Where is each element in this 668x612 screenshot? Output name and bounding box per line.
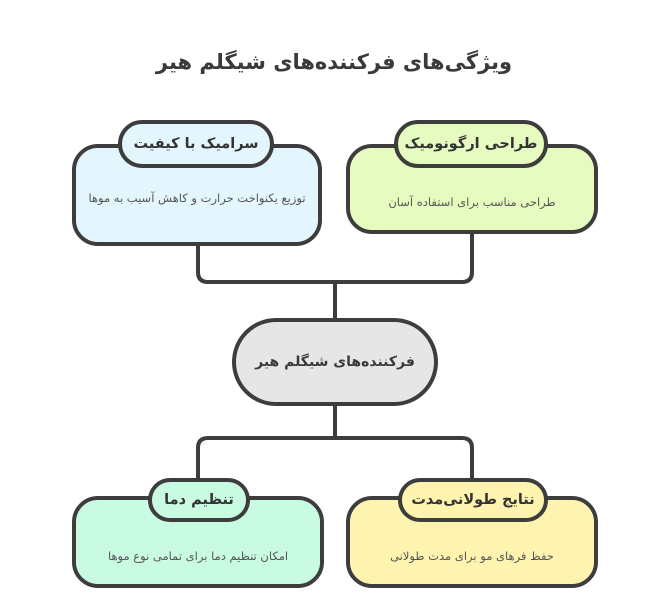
node-ceramic: توزیع یکنواخت حرارت و کاهش آسیب به موها xyxy=(72,144,322,246)
ergonomic-description: طراحی مناسب برای استفاده آسان xyxy=(388,195,556,209)
ceramic-description: توزیع یکنواخت حرارت و کاهش آسیب به موها xyxy=(88,191,306,205)
temperature-title: تنظیم دما xyxy=(148,478,250,522)
longlasting-title: نتایج طولانی‌مدت xyxy=(398,478,548,522)
ergonomic-title: طراحی ارگونومیک xyxy=(394,120,548,168)
center-node: فرکننده‌های شیگلم هیر xyxy=(232,318,438,406)
ceramic-title: سرامیک با کیفیت xyxy=(118,120,274,168)
longlasting-description: حفظ فرهای مو برای مدت طولانی xyxy=(390,549,554,563)
temperature-description: امکان تنظیم دما برای تمامی نوع موها xyxy=(107,549,289,563)
diagram-title: ویژگی‌های فرکننده‌های شیگلم هیر xyxy=(155,50,513,74)
